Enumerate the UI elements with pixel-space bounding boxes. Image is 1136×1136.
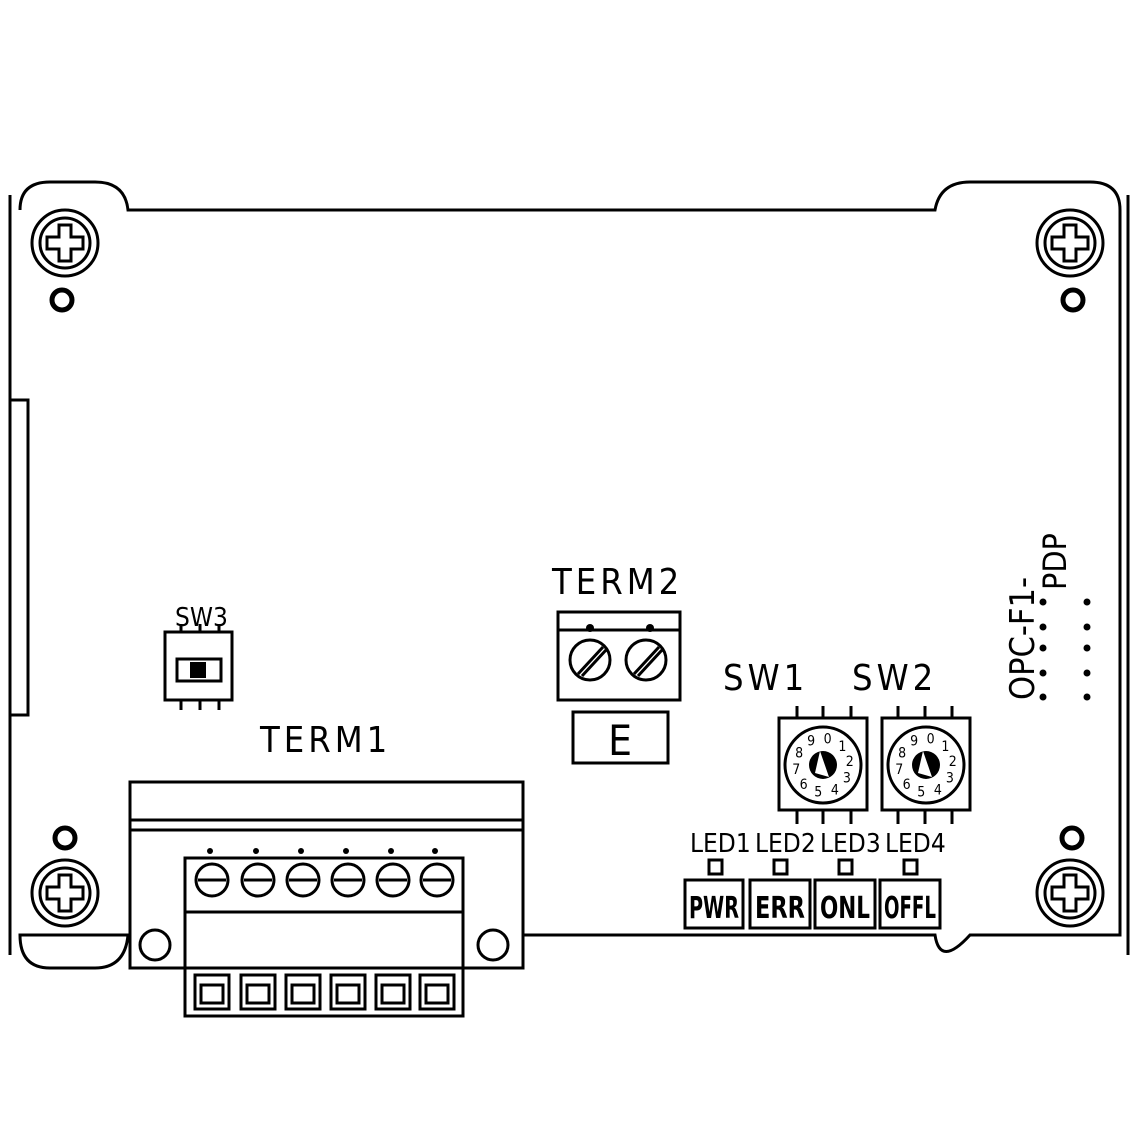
corner-screws	[30, 208, 1105, 928]
dial-digit: 6	[903, 777, 911, 793]
dial-digit: 9	[807, 734, 815, 750]
dial-digit: 4	[831, 782, 839, 798]
dial-digit: 9	[910, 734, 918, 750]
pin-dot	[1039, 693, 1047, 701]
terminal-screw[interactable]	[568, 638, 612, 682]
dial-digit: 1	[838, 739, 846, 755]
screw-icon	[1035, 858, 1105, 928]
screw-icon	[30, 858, 100, 928]
dial-digit: 3	[843, 771, 851, 787]
svg-text:LED1: LED1	[690, 829, 751, 859]
mounting-hole	[49, 287, 75, 313]
svg-text:LED3: LED3	[820, 829, 881, 859]
dial-digit: 1	[941, 739, 949, 755]
dial-digit: 2	[846, 754, 854, 770]
svg-text:ERR: ERR	[755, 891, 805, 926]
terminal-pin-slot	[193, 973, 231, 1011]
pin-dot	[1083, 693, 1091, 701]
dial-digit: 5	[917, 785, 925, 801]
terminal-pin-slot	[239, 973, 277, 1011]
term2-tag: E	[608, 716, 632, 765]
dial-pointer	[815, 751, 829, 777]
dial-pointer	[918, 751, 932, 777]
term2-label: TERM2	[551, 562, 683, 603]
svg-text:OFFL: OFFL	[884, 891, 936, 926]
svg-text:LED2: LED2	[755, 829, 816, 859]
dial-digit: 3	[946, 771, 954, 787]
terminal-screw[interactable]	[240, 848, 276, 898]
term1-label: TERM1	[259, 720, 391, 761]
board-outline	[8, 180, 1130, 970]
terminal-screw[interactable]	[285, 848, 321, 898]
term1-terminal-block: TERM1	[128, 720, 525, 1018]
pin-dot	[1039, 623, 1047, 631]
dial-digit: 6	[800, 777, 808, 793]
model-line-1: OPC-F1-	[1003, 577, 1043, 700]
dial-digit: 5	[814, 785, 822, 801]
term2-terminal-block: TERM2 E	[551, 562, 683, 765]
terminal-screw[interactable]	[330, 848, 366, 898]
terminal-screw[interactable]	[375, 848, 411, 898]
pin-dot	[1083, 644, 1091, 652]
dial-digit: 2	[949, 754, 957, 770]
pin-dot	[1083, 669, 1091, 677]
svg-text:LED4: LED4	[885, 829, 946, 859]
model-marking: OPC-F1- PDP	[1003, 533, 1091, 701]
screw-icon	[1035, 208, 1105, 278]
terminal-pin-slot	[374, 973, 412, 1011]
terminal-screw[interactable]	[194, 848, 230, 898]
mounting-hole	[1060, 287, 1086, 313]
dial-digit: 4	[934, 782, 942, 798]
pin-dot	[1083, 623, 1091, 631]
pin-dot	[1039, 644, 1047, 652]
svg-text:ONL: ONL	[820, 891, 870, 926]
model-line-2: PDP	[1036, 533, 1074, 590]
pin-dot	[1083, 598, 1091, 606]
dial-digit: 0	[927, 731, 935, 747]
sw2-label: SW2	[852, 658, 937, 699]
pin-dot	[1039, 598, 1047, 606]
terminal-screw[interactable]	[624, 638, 668, 682]
svg-text:PWR: PWR	[689, 891, 739, 926]
dial-digit: 8	[795, 745, 803, 761]
dial-digit: 7	[895, 762, 903, 778]
dial-digit: 8	[898, 745, 906, 761]
sw1-label: SW1	[723, 658, 808, 699]
terminal-pin-slot	[284, 973, 322, 1011]
terminal-screw[interactable]	[419, 848, 455, 898]
mounting-hole	[52, 825, 78, 851]
pin-dot	[1039, 669, 1047, 677]
sw3-dip-switch[interactable]: SW3	[163, 603, 234, 710]
terminal-pin-slot	[329, 973, 367, 1011]
terminal-pin-slot	[418, 973, 456, 1011]
screw-icon	[30, 208, 100, 278]
mounting-hole	[1059, 825, 1085, 851]
dial-digit: 7	[792, 762, 800, 778]
dial-digit: 0	[824, 731, 832, 747]
